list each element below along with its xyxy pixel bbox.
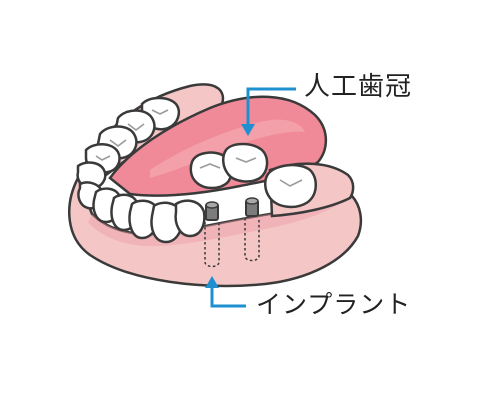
callout-implant [205,276,246,308]
callout-crown [241,87,296,136]
right-molar [264,163,317,209]
molar-fissures [95,109,169,161]
crown-fissures [199,157,257,169]
artificial-crown-label: 人工歯冠 [304,72,413,102]
front-teeth [92,187,206,244]
gum-front-shade [88,188,352,247]
implant-label: インプラント [256,290,412,319]
artificial-crowns [189,142,269,190]
implant-posts [205,197,259,221]
implant-screws [204,218,260,268]
molar-teeth-left [76,96,180,210]
